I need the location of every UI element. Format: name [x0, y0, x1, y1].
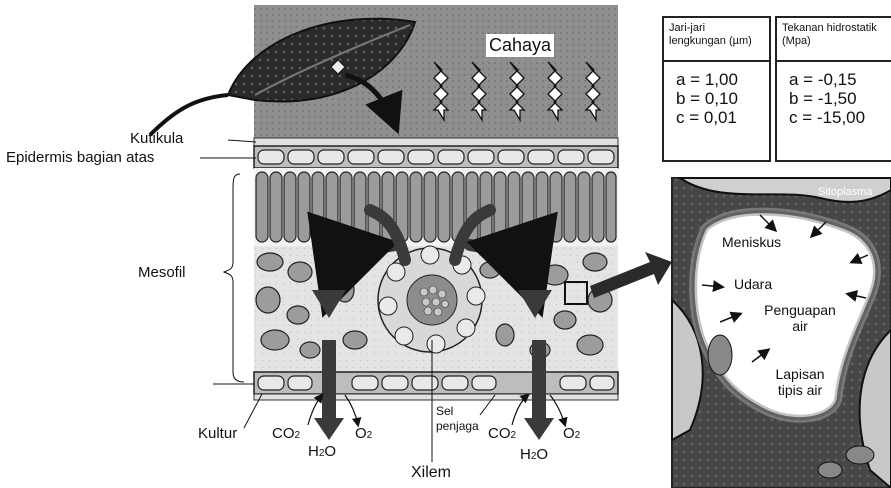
radius-value: a = 1,00 [676, 70, 769, 89]
pressure-value: a = -0,15 [789, 70, 891, 89]
cuticle-label: Kutikula [130, 130, 183, 147]
o2-right-label: O2 [563, 425, 580, 442]
water-film-label: Lapisan tipis air [768, 366, 832, 398]
radius-value: c = 0,01 [676, 108, 769, 127]
cuticle-layer [254, 138, 618, 146]
chloroplast [708, 335, 732, 375]
guard-cell-label: Sel penjaga [436, 404, 479, 434]
chloroplast [818, 462, 842, 478]
xylem-label: Xilem [411, 464, 451, 482]
h2o-right-label: H2O [520, 446, 548, 463]
radius-table: Jari-jari lengkungan (µm) a = 1,00 b = 0… [662, 16, 771, 162]
upper-epidermis-label: Epidermis bagian atas [6, 149, 154, 166]
cytoplasm-label: Sitoplasma [818, 184, 872, 200]
vascular-bundle [378, 246, 485, 353]
pressure-table: Tekanan hidrostatik (Mpa) a = -0,15 b = … [775, 16, 891, 162]
evaporation-label: Penguapan air [760, 302, 840, 334]
meniscus-label: Meniskus [722, 234, 781, 250]
pressure-value: b = -1,50 [789, 89, 891, 108]
lower-epidermis-layer [254, 372, 618, 394]
light-label: Cahaya [486, 34, 554, 57]
air-label: Udara [734, 276, 772, 292]
h2o-left-label: H2O [308, 443, 336, 460]
upper-epidermis-layer [254, 146, 618, 168]
radius-values: a = 1,00 b = 0,10 c = 0,01 [664, 62, 769, 127]
radius-value: b = 0,10 [676, 89, 769, 108]
xylem-core [407, 275, 457, 325]
radius-header: Jari-jari lengkungan (µm) [664, 18, 769, 62]
pressure-header: Tekanan hidrostatik (Mpa) [777, 18, 891, 62]
chloroplast [846, 446, 874, 464]
pressure-value: c = -15,00 [789, 108, 891, 127]
co2-right-label: CO2 [488, 425, 516, 442]
mesophyll-label: Mesofil [138, 264, 186, 281]
co2-left-label: CO2 [272, 425, 300, 442]
lower-cuticle [254, 394, 618, 400]
pressure-values: a = -0,15 b = -1,50 c = -15,00 [777, 62, 891, 127]
palisade-layer [254, 168, 618, 246]
kultur-label: Kultur [198, 425, 237, 442]
o2-left-label: O2 [355, 425, 372, 442]
